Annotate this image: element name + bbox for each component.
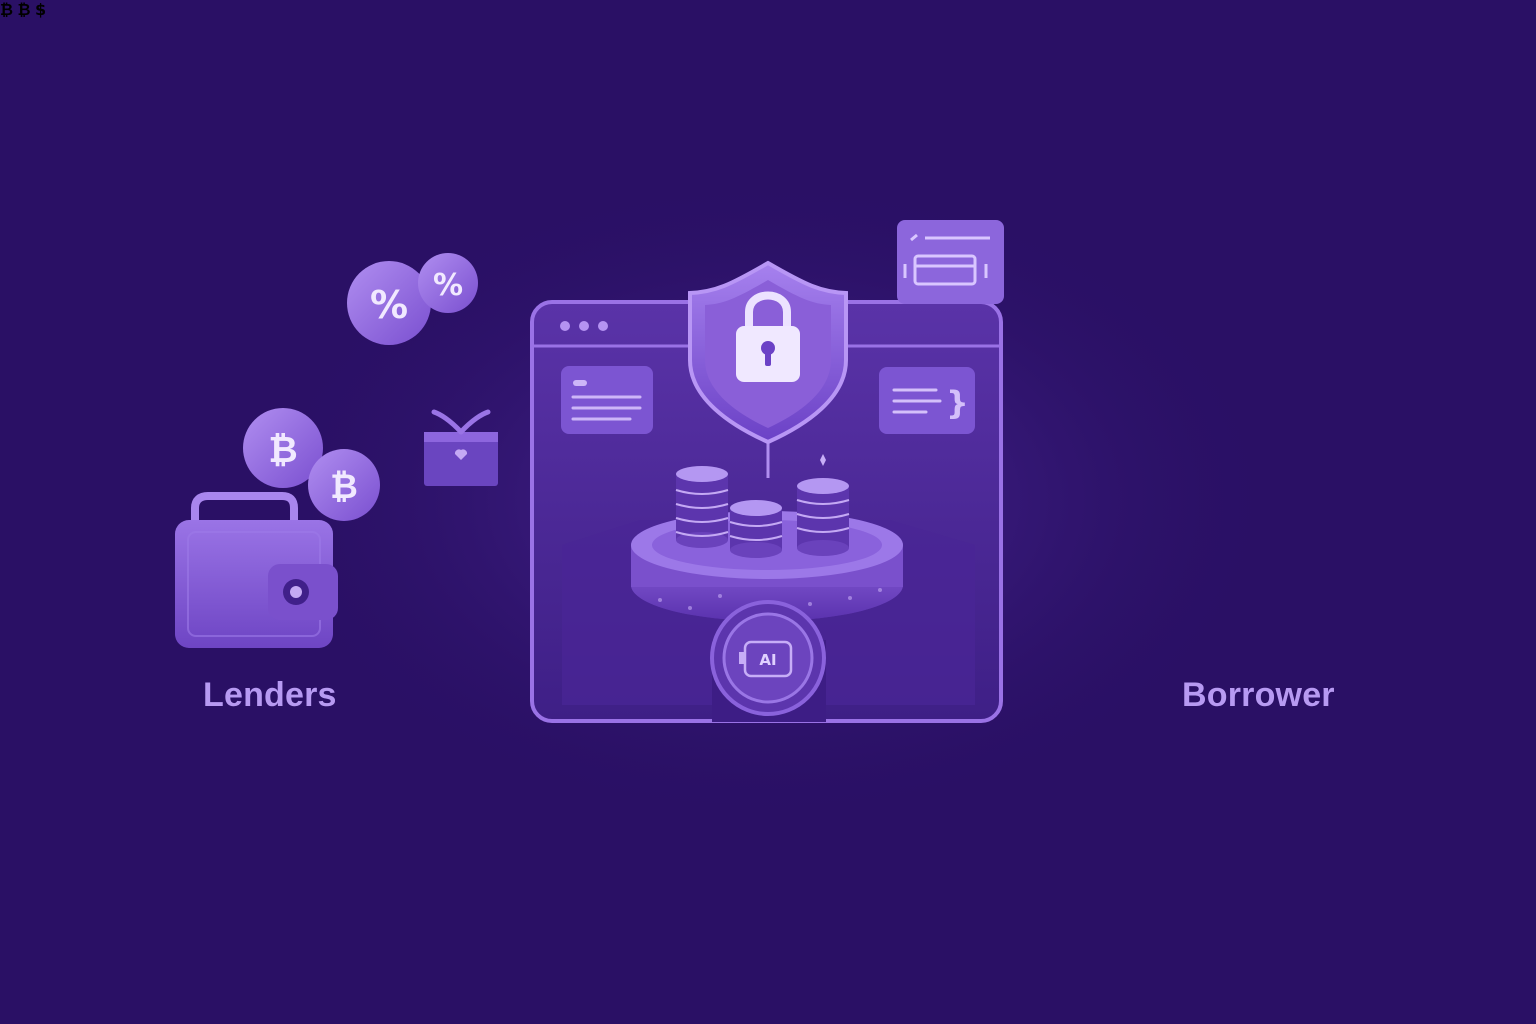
- bitcoin-coin-icon: ₿: [308, 449, 380, 521]
- borrower-label: Borrower: [1182, 676, 1335, 714]
- bitcoin-coin-icon: ₿: [0, 0, 18, 19]
- dollar-coin-icon: $: [35, 0, 47, 19]
- bitcoin-glyph-3: ₿: [0, 0, 14, 19]
- bitcoin-coin-icon: ₿: [17, 0, 36, 19]
- bitcoin-glyph-4: ₿: [17, 0, 31, 19]
- ai-chip-icon: AI: [710, 600, 826, 722]
- lenders-label: Lenders: [203, 676, 337, 714]
- dollar-coin-glyph: $: [35, 0, 47, 19]
- shield-lock-icon: [688, 260, 848, 445]
- ai-chip-label: AI: [759, 651, 776, 669]
- percent-glyph-1: %: [370, 283, 408, 327]
- window-dots: [560, 321, 608, 331]
- text-card-left: [561, 366, 653, 434]
- bitcoin-glyph-2: ₿: [330, 467, 358, 507]
- card-icon: [897, 220, 1004, 304]
- coin-stack-icon: [675, 466, 850, 558]
- coin-stack-middle: [729, 500, 783, 558]
- gift-box-icon: [424, 409, 498, 486]
- percent-glyph-2: %: [433, 268, 463, 303]
- coin-stack-right: [796, 478, 850, 556]
- wallet-icon: [175, 492, 338, 648]
- bitcoin-coin-icon: ₿: [243, 408, 323, 488]
- bitcoin-glyph-1: ₿: [268, 430, 297, 471]
- percent-coin-icon: %: [418, 253, 478, 313]
- platform-window: }: [530, 300, 1003, 723]
- brace-glyph: }: [946, 384, 969, 422]
- code-card-right: }: [879, 367, 975, 434]
- coin-stack-left: [675, 466, 729, 548]
- percent-coin-icon: %: [347, 261, 431, 345]
